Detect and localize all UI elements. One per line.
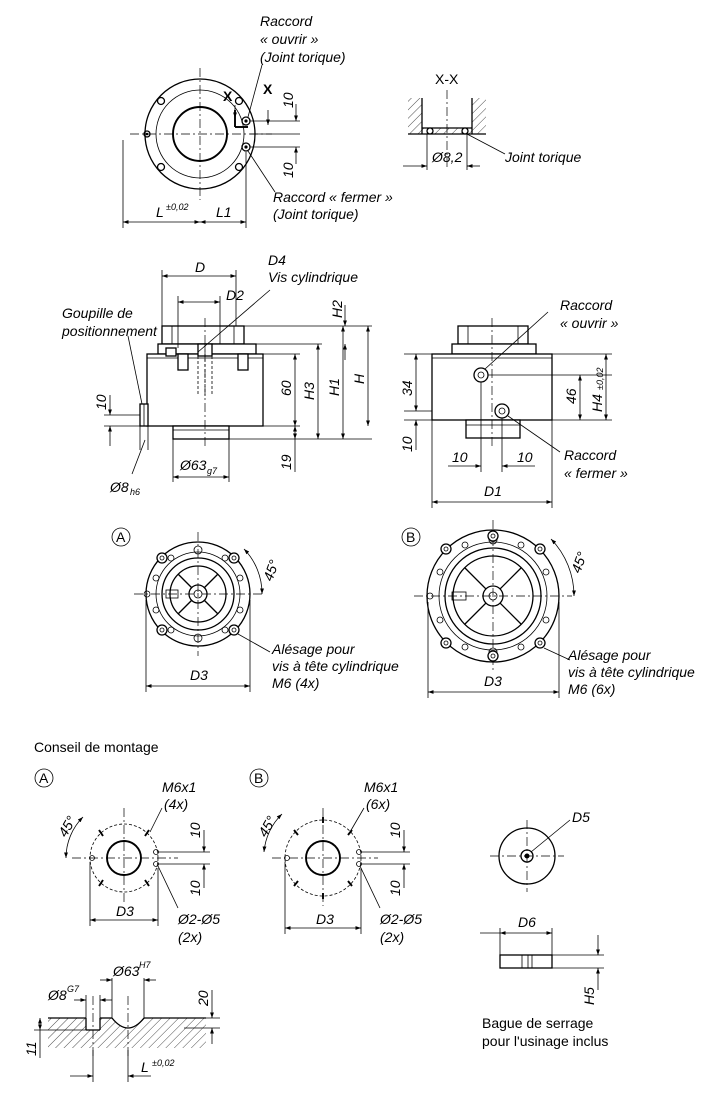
dim-H: H [351,373,367,384]
dim-L-tolerance: ±0,02 [166,202,188,212]
variant-b-marker: B [406,529,415,545]
ring-caption-1: Bague de serrage [482,1015,594,1031]
angle-45-a: 45° [260,557,282,583]
mount-angle-a: 45° [55,813,80,840]
front-raccord-ouvrir-2: « ouvrir » [560,315,619,331]
mount-dim-10b-b: 10 [387,880,403,896]
ring-caption-2: pour l'usinage inclus [482,1033,608,1049]
dim-H4-tolerance: ±0,02 [595,368,605,390]
vis-cylindrique-label: Vis cylindrique [268,269,358,285]
dim-L: L [156,204,164,220]
dim-H4: H4 [589,394,605,412]
d4-label: D4 [268,252,286,268]
mount-thread-a-1: M6x1 [162,779,196,795]
variant-a-marker: A [116,529,126,545]
mount-d63: Ø63 [112,963,140,979]
ring-d5: D5 [572,809,590,825]
goupille-label-1: Goupille de [62,305,133,321]
joint-torique-label: Joint torique [504,149,581,165]
goupille-label-2: positionnement [61,323,158,339]
front-raccord-ouvrir-1: Raccord [560,297,613,313]
dim-46: 46 [563,388,579,404]
mount-dim-10a-a: 10 [187,822,203,838]
dim-60: 60 [278,380,294,396]
mounting-title: Conseil de montage [34,739,159,755]
dim-d8: Ø8 [109,479,129,495]
ring-d6: D6 [518,914,536,930]
mount-dim-20: 20 [195,990,211,1007]
raccord-ouvrir-2: « ouvrir » [260,31,319,47]
mount-dim-D3-a: D3 [116,903,134,919]
variant-b: B 45° Alésage pour vis à tête cylindriqu… [401,520,695,698]
mount-bore-a-1: Ø2-Ø5 [177,911,220,927]
ring-h5: H5 [581,987,597,1005]
dim-d8-tolerance: h6 [130,487,140,497]
mount-bore-a-2: (2x) [178,929,202,945]
alesage-b-3: M6 (6x) [568,681,615,697]
raccord-ouvrir-3: (Joint torique) [260,49,346,65]
dim-10-front: 10 [399,436,415,452]
mount-bore-b-1: Ø2-Ø5 [379,911,422,927]
mount-dim-D3-b: D3 [316,911,334,927]
alesage-b-1: Alésage pour [567,647,652,663]
mounting-a-marker: A [39,770,49,786]
mount-thread-b-1: M6x1 [364,779,398,795]
dim-H1: H1 [326,378,342,396]
alesage-a-1: Alésage pour [271,641,356,657]
variant-a: A 45° Alésage pour vis à tête cylindriqu… [111,527,399,692]
dim-10-left: 10 [452,449,468,465]
mount-d8: Ø8 [47,987,67,1003]
front-view: Raccord « ouvrir » Raccord « fermer » 34… [399,297,628,508]
dim-10-right: 10 [517,449,533,465]
mount-bore-b-2: (2x) [380,929,404,945]
mounting-advice: Conseil de montage A 45° M6x1 (4x) 10 10… [23,739,608,1082]
dim-H2: H2 [329,300,345,318]
dim-H3: H3 [301,382,317,400]
raccord-ouvrir-1: Raccord [260,13,313,29]
mount-thread-b-2: (6x) [366,796,390,812]
dim-L1: L1 [216,204,232,220]
raccord-fermer-2: (Joint torique) [273,206,359,222]
alesage-b-2: vis à tête cylindrique [568,664,695,680]
dim-10-bottom: 10 [280,162,296,178]
dim-d63: Ø63 [179,457,207,473]
dim-D1: D1 [484,483,502,499]
raccord-fermer-1: Raccord « fermer » [273,189,393,205]
dim-d63-tolerance: g7 [207,466,218,476]
mount-angle-b: 45° [255,813,280,840]
alesage-a-2: vis à tête cylindrique [272,658,399,674]
mounting-b-marker: B [254,770,263,786]
alesage-a-3: M6 (4x) [272,675,319,691]
port-open-side-icon [473,367,489,383]
mount-dim-L-tolerance: ±0,02 [152,1058,174,1068]
dim-19: 19 [278,454,294,470]
mount-dim-10b-a: 10 [187,880,203,896]
mount-d63-tolerance: H7 [139,960,151,970]
angle-45-b: 45° [568,549,590,575]
section-xx: X-X Ø8,2 Joint torique [403,71,581,170]
front-raccord-fermer-2: « fermer » [564,465,628,481]
x-mark-left: X [223,88,233,104]
dim-D2: D2 [226,287,244,303]
dim-D3-b: D3 [484,673,502,689]
top-view: X X 10 10 Raccord « ouvrir » (Joint tori… [122,13,393,228]
mount-thread-a-2: (4x) [164,796,188,812]
dim-D3-a: D3 [190,667,208,683]
dim-10-pin: 10 [93,394,109,410]
dim-34: 34 [399,380,415,396]
dim-d8-2: Ø8,2 [431,149,463,165]
mount-dim-L: L [141,1059,149,1075]
front-raccord-fermer-1: Raccord [564,447,617,463]
side-view: D D2 D4 Vis cylindrique Goupille de posi… [61,252,372,497]
mount-dim-11: 11 [23,1041,39,1056]
mount-dim-10a-b: 10 [387,822,403,838]
dim-10-top: 10 [280,92,296,108]
mount-d8-tolerance: G7 [67,984,80,994]
x-mark-right: X [263,81,273,97]
section-title: X-X [435,71,459,87]
dim-D: D [195,259,205,275]
port-close-side-icon [494,403,510,419]
